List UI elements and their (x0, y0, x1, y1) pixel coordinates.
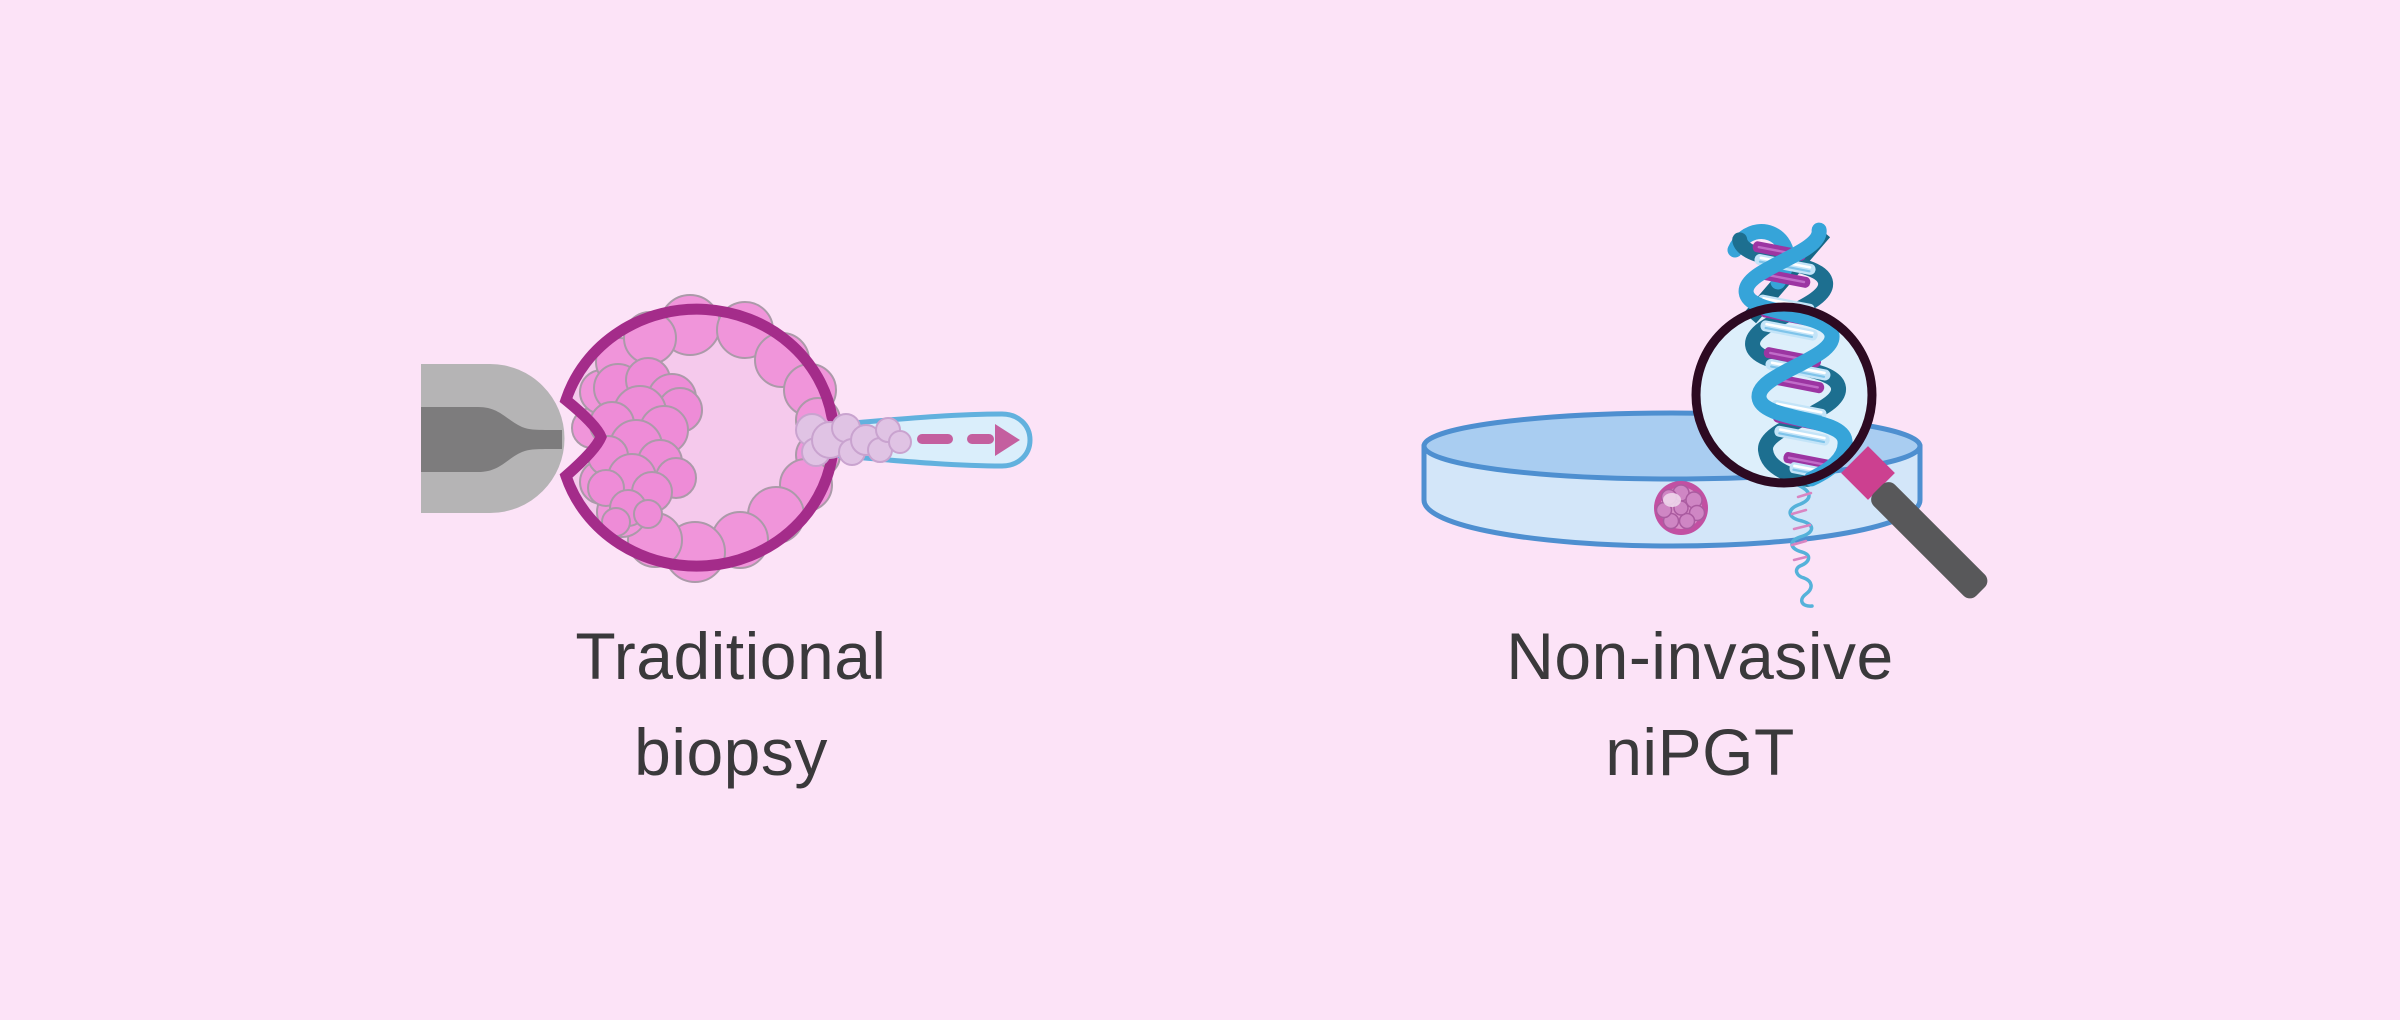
holding-pipette (421, 364, 565, 513)
caption-line: Traditional (575, 619, 887, 693)
caption-line: biopsy (634, 715, 828, 789)
traditional-biopsy-illustration (421, 294, 1033, 583)
morula-highlight (1663, 493, 1681, 507)
dna-tail-strand (1788, 482, 1814, 608)
traditional-biopsy-caption: Traditional biopsy (381, 608, 1081, 800)
blastocyst-embryo (559, 294, 841, 583)
inner-cell-mass (587, 357, 703, 537)
aspirated-cells (795, 413, 912, 467)
biopsy-pipette (795, 411, 1033, 469)
holding-pipette-inner (421, 407, 562, 472)
suction-arrow (917, 424, 1020, 456)
caption-line: niPGT (1605, 715, 1795, 789)
biopsy-pipette-outline (837, 411, 1033, 469)
nipgt-illustration (1421, 222, 1988, 608)
zona-pellucida-ring (559, 303, 838, 572)
dna-double-helix (1727, 222, 1853, 487)
magnifier-handle (1871, 482, 1988, 599)
caption-line: Non-invasive (1506, 619, 1894, 693)
nipgt-caption: Non-invasive niPGT (1350, 608, 2050, 800)
morula-embryo (1654, 481, 1708, 535)
magnifier-lens-ring (1691, 302, 1877, 488)
helix-ribbon-blue (1738, 222, 1853, 487)
